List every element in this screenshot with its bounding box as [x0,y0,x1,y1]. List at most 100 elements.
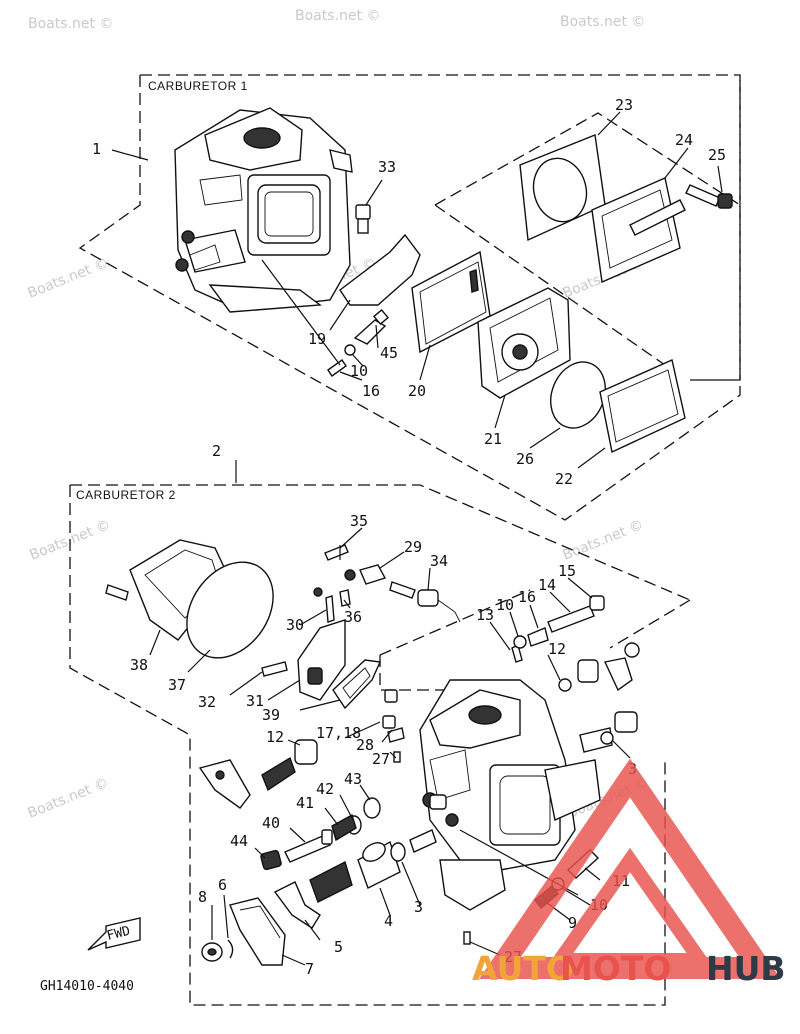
part-41-spring [331,813,357,842]
callout-28: 28 [356,736,374,754]
part-12-washer [558,678,572,692]
carburetor-1-group: CARBURETOR 1 [78,74,741,521]
callout-41: 41 [296,794,314,812]
leader-lines [111,111,723,966]
part-21-pump-body [477,287,571,399]
callout-35: 35 [350,512,368,530]
callout-31: 31 [246,692,264,710]
callout-23: 23 [615,96,633,114]
part-ring [624,642,640,658]
callout-29: 29 [404,538,422,556]
part-4-bushing [357,840,401,889]
part-25-bolt [685,184,733,209]
part-43-o-ring [363,797,381,819]
shaft-bushing [429,794,447,810]
callout-19: 19 [308,330,326,348]
callout-9: 9 [568,914,577,932]
carburetor-2-group: CARBURETOR 2 [69,484,691,1006]
callout-21: 21 [484,430,502,448]
watermark: Boats.net © [28,16,113,32]
callout-36: 36 [344,608,362,626]
brand-moto: MOTO [560,949,671,988]
section-title-carburetor-1: CARBURETOR 1 [148,79,248,93]
callout-7: 7 [305,960,314,978]
part-10-washer [513,635,527,649]
callout-42: 42 [316,780,334,798]
part-19-diaphragm-cover [339,233,421,306]
part-16-spring [327,359,347,377]
callout-20: 20 [408,382,426,400]
callout-12: 12 [266,728,284,746]
callout-labels: 1 2 33 23 24 25 19 10 45 16 20 21 26 22 … [92,96,726,978]
callout-32: 32 [198,693,216,711]
part-3-washer [600,731,614,745]
part-38-screw [105,584,129,601]
callout-22: 22 [555,470,573,488]
callout-2: 2 [212,442,221,460]
callout-16: 16 [518,588,536,606]
shaft-end [409,829,437,853]
callout-3: 3 [414,898,423,916]
fwd-arrow: FWD [87,917,141,951]
callout-34: 34 [430,552,448,570]
part-39-gasket [332,659,382,710]
callout-30: 30 [286,616,304,634]
throttle-lever [198,759,251,809]
part-35-pin [324,544,349,561]
section-title-carburetor-2: CARBURETOR 2 [76,488,176,502]
return-spring [309,860,353,903]
part-29-bracket [344,564,387,585]
part-30-pin [313,587,323,597]
callout-44: 44 [230,832,248,850]
callout-5: 5 [334,938,343,956]
part-22-cover [599,359,686,454]
part-20-gasket [411,250,491,354]
callout-10: 10 [350,362,368,380]
part-32-screw [261,661,288,677]
callout-39: 39 [262,706,280,724]
part-12-lever [603,657,633,692]
callout-17-18: 17,18 [316,724,361,742]
part-24-plate [591,177,686,284]
part-3-washer [390,842,406,862]
callout-15: 15 [558,562,576,580]
diagram-code: GH14010-4040 [40,979,134,994]
callout-4: 4 [384,912,393,930]
part-8-nut [201,942,223,962]
callout-25: 25 [708,146,726,164]
watermark: Boats.net © [560,14,645,30]
part-10-washer [344,344,356,356]
part-23-gasket [519,134,606,242]
callout-37: 37 [168,676,186,694]
fwd-label: FWD [105,924,132,944]
callout-40: 40 [262,814,280,832]
callout-27: 27 [372,750,390,768]
callout-14: 14 [538,576,556,594]
watermark: Boats.net © [561,517,646,564]
carburetor-body-2 [419,679,613,911]
carburetor-body-1 [174,107,353,313]
part-27-pin [463,931,471,945]
automotohub-logo [479,758,781,979]
part-36-clip [339,589,351,607]
part-screw [384,689,398,703]
brand-auto: AUTO [472,949,574,988]
part-31-pump-housing [297,619,346,701]
callout-26: 26 [516,450,534,468]
brand-hub: HUB [706,949,786,988]
part-17-18-screw [382,715,396,729]
callout-45: 45 [380,344,398,362]
part-12-spring-cap [294,739,318,765]
callout-16: 16 [362,382,380,400]
callout-1: 1 [92,140,101,158]
part-15-cap [589,595,605,611]
callout-38: 38 [130,656,148,674]
part-12-bushing [577,659,599,683]
part-3-bushing [614,711,638,733]
part-30-rod [325,595,335,623]
watermark: Boats.net © [26,255,111,302]
part-16-spring [527,627,549,647]
part-27-pin [393,751,401,763]
callout-13: 13 [476,606,494,624]
